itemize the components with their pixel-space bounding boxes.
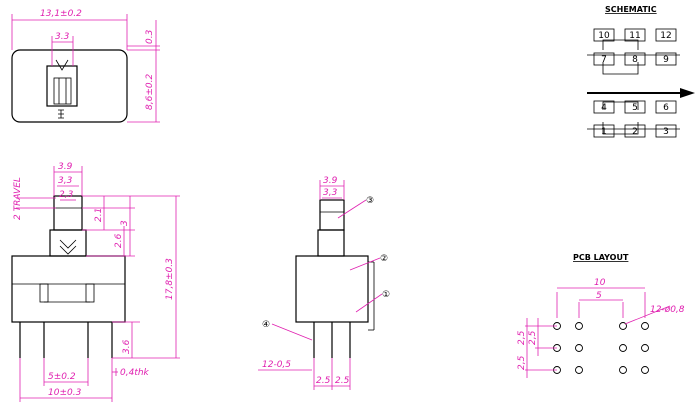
pcb-hole [619,366,627,374]
travel-label: 2 TRAVEL [13,177,23,220]
top-view: 13,1±0.2 3.3 0.3 8,6±0.2 [11,9,160,123]
side-p1: 2.5 [316,376,331,386]
top-view-body [11,49,128,123]
pcb-layout: PCB LAYOUT 10 5 12-ø0,8 2,5 2,5 2,5 [517,253,685,378]
front-d26: 2.6 [114,233,124,248]
pcb-hole [575,344,583,352]
side-w33: 3,3 [323,188,338,198]
callout-1: ① [382,290,390,300]
side-view: 3.9 3,3 ③ ② ① ④ 12-0,5 2.5 2.5 [258,176,390,390]
schematic-contact-label: 1 [601,127,607,137]
front-pin-span: 10±0.3 [48,388,82,398]
schematic-contact-box [593,28,615,42]
pcb-hole [575,322,583,330]
schematic-contact-box [593,100,615,114]
schematic-contact-label: 5 [632,103,638,113]
front-d21: 2.1 [94,208,104,222]
arrow-right-icon [680,88,695,98]
front-view-body [11,255,126,323]
front-w39: 3.9 [58,162,73,172]
top-actuator-dim: 3.3 [55,32,70,42]
top-width-dim: 13,1±0.2 [40,9,82,19]
pcb-hole [641,322,649,330]
top-view-actuator [46,65,78,107]
schematic-contact-label: 8 [632,55,638,65]
side-view-body [295,255,369,323]
front-thk: 0,4thk [120,368,150,378]
schematic-contact-label: 12 [660,31,671,41]
schematic-title: SCHEMATIC [605,5,657,14]
side-pin-note: 12-0,5 [262,360,291,370]
schematic-contact-label: 6 [663,103,669,113]
schematic-contact-box [624,28,646,42]
front-w33: 3,3 [58,176,73,186]
pcb-v2: 2,5 [528,330,538,345]
schematic-contact-box [655,100,677,114]
side-w39: 3.9 [323,176,338,186]
pcb-v3: 2,5 [517,330,527,345]
schematic-contact-box [593,52,615,66]
front-view-stem [49,229,87,257]
front-w23: 2,3 [59,190,74,200]
side-view-stem [317,229,345,257]
pcb-title: PCB LAYOUT [573,253,629,262]
schematic-contact-label: 3 [663,127,669,137]
front-view: 2 TRAVEL 3.9 3,3 2,3 2.1 3 2.6 17,8±0.3 … [11,162,180,402]
schematic-contact-label: 7 [601,55,607,65]
front-d3: 3 [120,220,130,226]
schematic-contact-box [655,124,677,138]
front-total-height: 17,8±0.3 [165,258,175,300]
pcb-hole-note: 12-ø0,8 [650,305,685,315]
side-view-actuator [319,199,345,231]
front-pin-pitch: 5±0.2 [48,372,76,382]
pcb-w5: 5 [596,291,602,301]
schematic-contact-label: 2 [632,127,638,137]
front-view-actuator [53,195,83,231]
top-offset-dim: 0.3 [145,29,155,44]
pcb-hole [619,322,627,330]
pcb-v1: 2,5 [517,355,527,370]
side-p2: 2.5 [335,376,350,386]
schematic-contact-box [624,100,646,114]
pcb-hole [641,366,649,374]
schematic-contact-box [655,52,677,66]
pcb-w10: 10 [594,278,606,288]
callout-3: ③ [366,196,374,206]
schematic-contact-label: 9 [663,55,669,65]
schematic-contact-box [624,52,646,66]
front-pin-len: 3.6 [122,339,132,354]
schematic-contact-label: 10 [598,31,610,41]
top-height-dim: 8,6±0.2 [145,74,155,110]
callout-4: ④ [262,320,270,330]
pcb-hole [641,344,649,352]
schematic-contact-box [655,28,677,42]
pcb-hole [575,366,583,374]
pcb-hole [619,344,627,352]
callout-2: ② [380,254,388,264]
schematic-contact-label: 11 [629,31,640,41]
schematic-contact-label: 4 [601,103,607,113]
